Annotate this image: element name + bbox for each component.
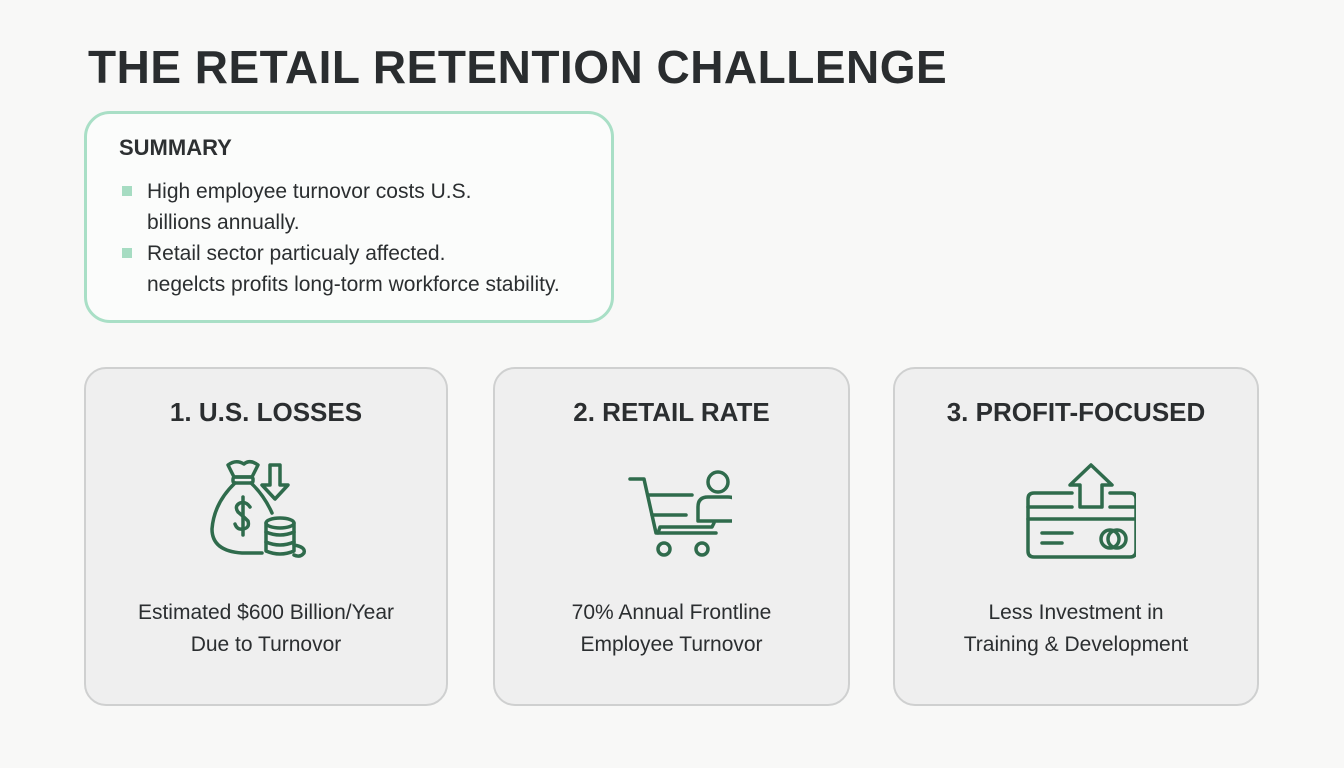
bullet-text-line: High employee turnovor costs U.S. (147, 180, 472, 203)
bullet-square-icon (122, 186, 132, 196)
summary-heading: SUMMARY (119, 135, 232, 160)
card-profit-focused: 3. PROFIT-FOCUSED Less Investment in Tra… (893, 367, 1259, 706)
summary-bullet-list: High employee turnovor costs U.S. billio… (121, 176, 560, 300)
bullet-square-icon (122, 248, 132, 258)
card-text-line: Less Investment in (988, 601, 1164, 624)
card-text-line: Estimated $600 Billion/Year (137, 601, 395, 624)
credit-card-up-arrow-icon (1026, 463, 1136, 559)
summary-bullet: High employee turnovor costs U.S. billio… (121, 176, 560, 238)
card-title: 2. RETAIL RATE (573, 397, 770, 427)
money-bag-down-arrow-coins-icon (210, 460, 307, 558)
bullet-text-line: negelcts profits long-torm workforce sta… (147, 273, 560, 296)
bullet-text-line: Retail sector particualy affected. (147, 242, 446, 265)
card-description: Estimated $600 Billion/Year Due to Turno… (86, 597, 446, 661)
card-text-line: Training & Development (963, 633, 1189, 656)
bullet-text-line: billions annually. (147, 211, 300, 234)
summary-bullet: Retail sector particualy affected. negel… (121, 238, 560, 300)
card-title: 3. PROFIT-FOCUSED (946, 397, 1206, 427)
card-retail-rate: 2. RETAIL RATE 70% Annual Frontline Empl… (493, 367, 850, 706)
card-text-line: Employee Turnovor (580, 633, 763, 656)
card-title: 1. U.S. LOSSES (169, 397, 363, 427)
card-description: 70% Annual Frontline Employee Turnovor (495, 597, 848, 661)
page-title: THE RETAIL RETENTION CHALLENGE (88, 41, 948, 93)
card-us-losses: 1. U.S. LOSSES Estimated $600 Billion/Ye… (84, 367, 448, 706)
card-text-line: Due to Turnovor (190, 633, 342, 656)
summary-box: SUMMARY High employee turnovor costs U.S… (84, 111, 614, 323)
shopping-cart-person-icon (627, 470, 732, 557)
card-text-line: 70% Annual Frontline (571, 601, 772, 624)
card-description: Less Investment in Training & Developmen… (895, 597, 1257, 661)
